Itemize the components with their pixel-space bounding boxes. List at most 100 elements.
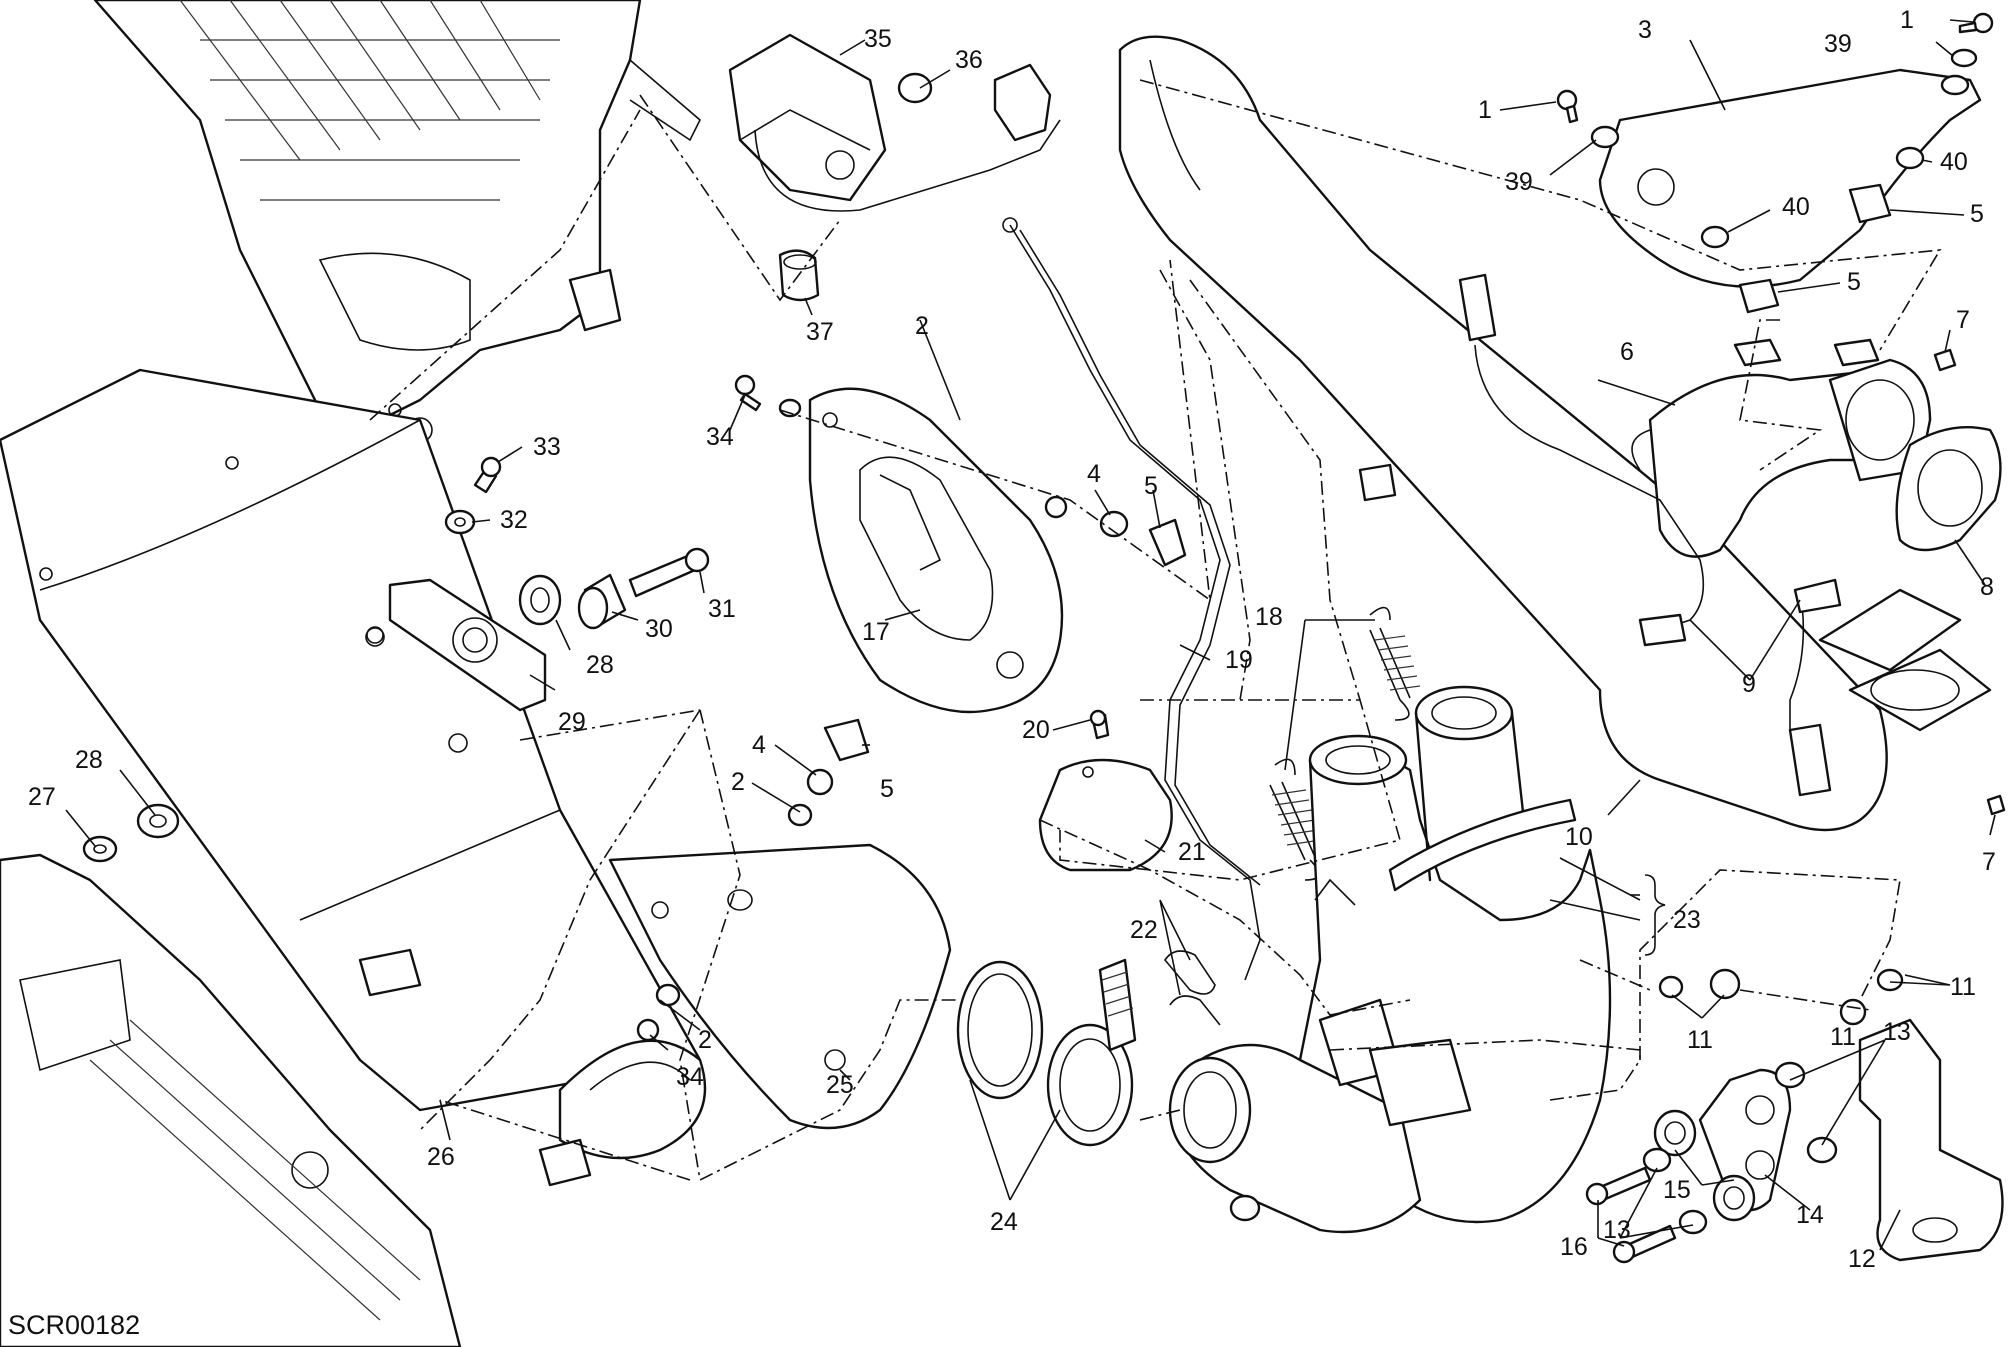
clip-5-left: [823, 718, 870, 762]
callout-label: 15: [1663, 1176, 1691, 1204]
callout-label: 34: [676, 1063, 704, 1091]
callout-label: 29: [558, 708, 586, 736]
clamp-24-ring: [956, 960, 1044, 1100]
callout-label: 10: [1565, 823, 1593, 851]
callout-label: 28: [75, 746, 103, 774]
callout-label: 24: [990, 1208, 1018, 1236]
callout-label: 7: [1956, 306, 1970, 334]
callout-label: 7: [1982, 848, 1996, 876]
nut-11-c: [1839, 998, 1867, 1026]
callout-label: 30: [645, 615, 673, 643]
washer-27: [82, 835, 118, 863]
callout-label: 5: [1144, 472, 1158, 500]
heat-shield-3: [1598, 68, 1982, 288]
callout-label: 32: [500, 506, 528, 534]
assembly-lines: [369, 79, 1942, 1182]
spring-18-right: [1369, 606, 1421, 721]
callout-label: 14: [1796, 1201, 1824, 1229]
washer-2-mid: [1044, 495, 1068, 519]
callout-label: 22: [1130, 916, 1158, 944]
callout-label: 6: [1620, 338, 1634, 366]
washer-11-a: [1658, 975, 1684, 999]
lambda-sensor-right: [1788, 578, 1842, 797]
washer-13-c: [1642, 1147, 1672, 1173]
callout-label: 11: [1687, 1026, 1713, 1054]
callout-label: 4: [752, 731, 766, 759]
callout-label: 20: [1022, 716, 1050, 744]
heat-shield-17: [808, 387, 1064, 714]
washer-39-top: [1950, 48, 1978, 68]
screw-7-bottom: [1986, 794, 2006, 816]
catalyst-outlet: [1168, 998, 1472, 1234]
clip-5-right-top: [1848, 183, 1892, 224]
washer-13-b: [1806, 1136, 1838, 1164]
callout-label: 36: [955, 46, 983, 74]
grommet-40-right: [1895, 146, 1925, 170]
callout-label: 1: [1900, 6, 1914, 34]
grommet-28b: [136, 803, 180, 839]
bracket-12: [1858, 1018, 2004, 1262]
brace-23: [1644, 874, 1666, 956]
header-elbow-6: [1631, 338, 1932, 558]
gasket-8: [1818, 425, 2002, 732]
callout-label: 13: [1603, 1216, 1631, 1244]
callout-label: 21: [1178, 838, 1206, 866]
lambda-sensor-left: [1458, 273, 1705, 647]
callout-label: 3: [1638, 16, 1652, 44]
washer-39-left: [1590, 125, 1620, 149]
heat-shield-25: [608, 843, 952, 1130]
callout-label: 13: [1883, 1018, 1911, 1046]
nut-11-b: [1709, 968, 1741, 1000]
valve-cable: [1002, 217, 1261, 981]
spacer-30: [577, 573, 627, 630]
grommet-4-top: [1099, 510, 1129, 538]
screw-1-left: [1556, 89, 1579, 124]
callout-label: 4: [1087, 460, 1101, 488]
screw-7-top: [1933, 348, 1957, 372]
exhaust-valve-servo: [728, 33, 1061, 212]
callout-label: 40: [1782, 193, 1810, 221]
washer-32: [444, 509, 476, 535]
callout-label: 11: [1830, 1023, 1856, 1051]
callout-label: 17: [862, 618, 890, 646]
callout-label: 35: [864, 25, 892, 53]
callout-label: 34: [706, 423, 734, 451]
washer-13-a: [1774, 1061, 1806, 1089]
callout-label: 31: [708, 595, 736, 623]
heat-guard-21: [1038, 758, 1173, 872]
callout-label: 18: [1255, 603, 1283, 631]
callout-label: 26: [427, 1143, 455, 1171]
grommet-40-left: [1700, 225, 1730, 249]
callout-label: 28: [586, 651, 614, 679]
callout-label: 33: [533, 433, 561, 461]
callout-label: 12: [1848, 1245, 1876, 1273]
clip-5-top: [1148, 518, 1187, 567]
screw-34-bottom: [636, 1018, 660, 1042]
muffler-bracket: [366, 578, 547, 712]
callout-label: 37: [806, 318, 834, 346]
muffler: [0, 368, 707, 1187]
callout-label: 5: [1847, 268, 1861, 296]
screw-1-top: [1958, 12, 1994, 34]
callout-label: 1: [1478, 96, 1492, 124]
callout-label: 27: [28, 783, 56, 811]
callout-label: 8: [1980, 573, 1994, 601]
screw-34-top: [734, 374, 762, 412]
callout-label: 40: [1940, 148, 1968, 176]
callout-label: 2: [915, 312, 929, 340]
washer-11-d: [1876, 968, 1904, 992]
callout-label: 23: [1673, 906, 1701, 934]
exhaust-header-10: [1118, 35, 1888, 832]
callout-label: 19: [1225, 646, 1253, 674]
washer-13-d: [1678, 1209, 1708, 1235]
footpeg-bracket: [0, 853, 462, 1347]
bolt-16-bottom: [1612, 1224, 1677, 1264]
callout-label: 2: [698, 1026, 712, 1054]
clip-22: [1164, 950, 1221, 1026]
callout-label: 16: [1560, 1233, 1588, 1261]
grommet-28: [518, 574, 562, 626]
callout-label: 25: [826, 1071, 854, 1099]
clamp-24-band: [1046, 958, 1137, 1147]
callout-label: 39: [1505, 168, 1533, 196]
